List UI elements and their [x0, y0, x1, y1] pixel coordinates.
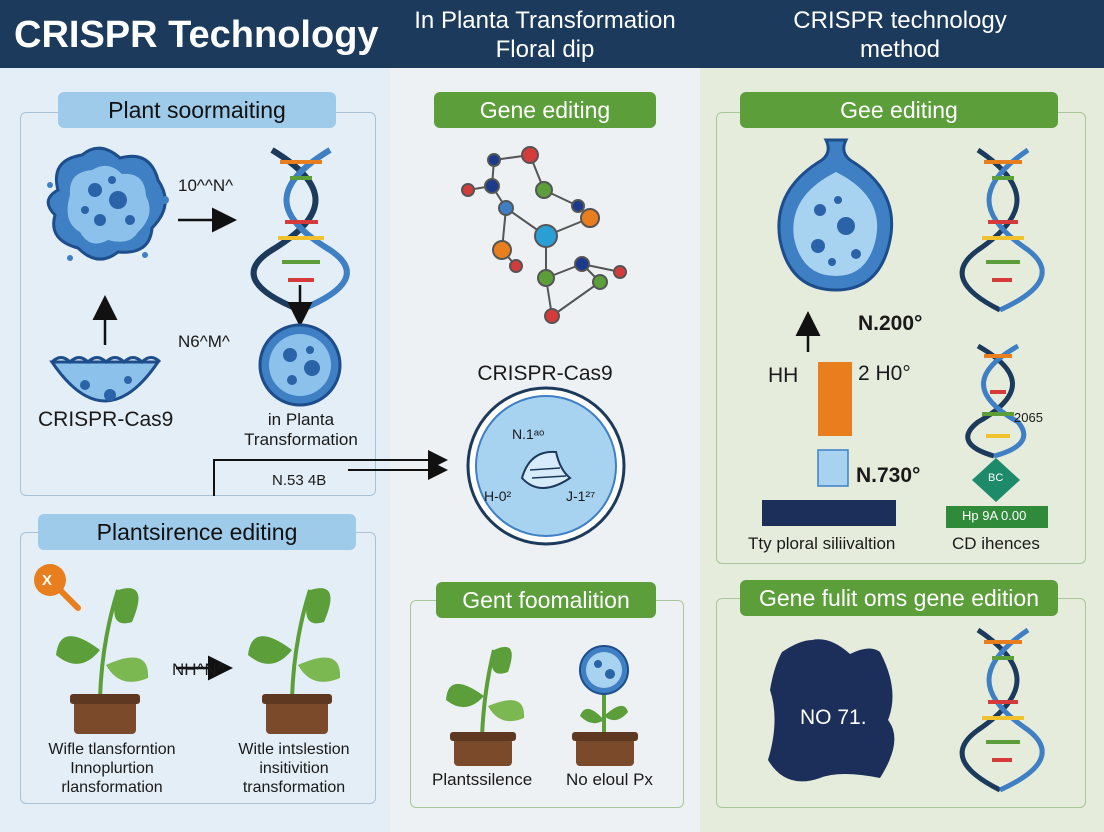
dna-helix-icon-3 — [965, 343, 1027, 459]
plant1-caption-line3: rlansformation — [61, 779, 163, 796]
right-gene-editing-title: Gee editing — [740, 92, 1058, 128]
plant2-caption-line3: transformation — [242, 779, 346, 796]
right-column-title: CRISPR technology method — [750, 6, 1050, 64]
cell-flower-icon — [572, 645, 638, 766]
label-hh: HH — [768, 364, 799, 387]
round-cell-icon — [258, 323, 342, 407]
plant1-caption: Wifle tlansforntion Innoplurtion rlansfo… — [22, 740, 202, 797]
label-in-planta-line1: in Planta — [267, 410, 335, 429]
label-2h0: 2 H0° — [858, 362, 911, 385]
dark-badge-icon — [768, 639, 895, 782]
page-title: CRISPR Technology — [14, 14, 379, 56]
label-n534b: N.53 4B — [272, 472, 327, 489]
label-crispr-cas9-center: CRISPR-Cas9 — [477, 362, 613, 385]
bc-diamond-icon — [972, 458, 1020, 502]
plant2-caption-line2: insitivition — [259, 760, 329, 777]
gene-edition-title: Gene fulit oms gene edition — [740, 580, 1058, 616]
petri-dish-icon — [466, 386, 626, 546]
center-title-line2: Floral dip — [495, 36, 595, 63]
label-hp: Hp 9A 0.00 — [962, 508, 1027, 523]
plant1-caption-line1: Wifle tlansforntion — [48, 741, 176, 758]
label-floral: Tty ploral siliivaltion — [748, 534, 896, 553]
right-title-line2: method — [859, 36, 941, 63]
label-n730: N.730° — [856, 464, 921, 487]
bacterium-cell-icon — [46, 146, 169, 261]
plant2-caption-line1: Witle intslestion — [238, 741, 350, 758]
dna-helix-icon-2 — [959, 147, 1045, 313]
right-column — [700, 68, 1104, 832]
warning-badge-label: X — [42, 572, 53, 589]
circle-label-right: J-1²⁷ — [566, 488, 596, 504]
center-gene-editing-title: Gene editing — [434, 92, 656, 128]
molecule-icon — [461, 146, 627, 324]
label-cd: CD ihences — [952, 534, 1040, 553]
gene-formulation-title: Gent foomalition — [436, 582, 656, 618]
flask-cell-icon — [777, 138, 894, 292]
circle-label-left: H-0² — [484, 488, 512, 504]
label-no-eloul: No eloul Px — [566, 770, 653, 789]
label-crispr-cas9-left: CRISPR-Cas9 — [38, 408, 174, 431]
hp-label-bar — [946, 506, 1048, 528]
arrow-to-circle-1 — [213, 450, 448, 496]
plant2-caption: Witle intslestion insitivition transform… — [206, 740, 382, 797]
plant1-caption-line2: Innoplurtion — [70, 760, 154, 777]
center-title-line1: In Planta Transformation — [414, 7, 676, 34]
label-in-planta-line2: Transformation — [244, 430, 358, 449]
label-plantssilence: Plantssilence — [432, 770, 533, 789]
right-title-line1: CRISPR technology — [793, 7, 1007, 34]
label-arrow-mid: N6^M^ — [178, 332, 230, 351]
dna-helix-icon — [250, 147, 350, 313]
plant-sprout-icon-2 — [248, 588, 341, 734]
warning-badge-icon — [34, 564, 81, 611]
label-arrow-bottom: NH^N^ — [172, 660, 225, 679]
circle-label-top: N.1ᵃᵒ — [512, 426, 545, 442]
dna-helix-icon-4 — [959, 627, 1045, 793]
label-2065: 2065 — [1014, 410, 1043, 425]
light-blue-block — [817, 449, 849, 487]
plant-editing-title: Plant soormaiting — [58, 92, 336, 128]
navy-bar — [762, 500, 896, 526]
header-bar: CRISPR Technology In Planta Transformati… — [0, 0, 1104, 68]
label-bc: BC — [988, 472, 1004, 484]
plant-silence-title: Plantsirence editing — [38, 514, 356, 550]
label-in-planta: in Planta Transformation — [226, 410, 376, 450]
label-arrow-top: 10^^N^ — [178, 176, 234, 195]
label-n200: N.200° — [858, 312, 923, 335]
dark-badge-label: NO 71. — [800, 706, 867, 729]
orange-bar — [818, 362, 852, 436]
center-column-title: In Planta Transformation Floral dip — [380, 6, 710, 64]
liquid-bowl-icon — [49, 356, 162, 403]
plant-sprout-icon-1 — [56, 588, 149, 734]
plant-sprout-icon-3 — [446, 646, 525, 766]
